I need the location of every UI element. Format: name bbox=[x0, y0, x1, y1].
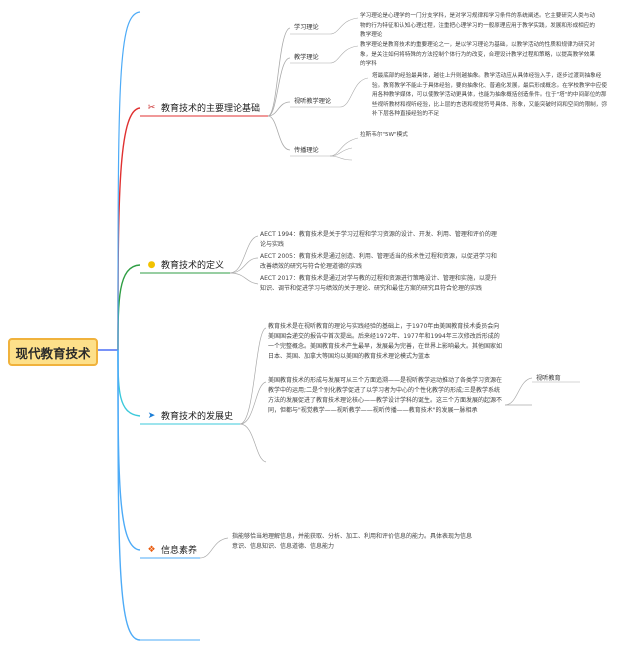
def-aect-1994: AECT 1994：教育技术是关于学习过程和学习资源的设计、开发、利用、管理和评… bbox=[260, 230, 500, 250]
tools-icon: ✂ bbox=[147, 102, 156, 113]
sub-learning-theory[interactable]: 学习理论 bbox=[294, 22, 319, 31]
branch-label: 教育技术的发展史 bbox=[161, 412, 234, 422]
note-learning-theory: 学习理论是心理学的一门分支学科，是对学习规律和学习条件的系统阐述。它主要研究人类… bbox=[360, 12, 600, 40]
branch-label: 信息素养 bbox=[161, 546, 198, 556]
lightbulb-icon: ● bbox=[147, 259, 156, 270]
sub-label: 传播理论 bbox=[294, 147, 319, 154]
def-aect-2017: AECT 2017：教育技术是通过对学与教的过程和资源进行策略设计、管理和实施，… bbox=[260, 274, 500, 304]
tag-label: 视听教育 bbox=[536, 375, 561, 382]
sub-label: 视听教学理论 bbox=[294, 98, 332, 105]
branch-info-literacy[interactable]: ❖ 信息素养 bbox=[146, 543, 198, 557]
history-note-development: 美国教育技术的形成与发展可从三个方面追溯——是视听教学运动推动了各类学习资源在教… bbox=[268, 376, 504, 420]
def-aect-2005: AECT 2005：教育技术是通过创造、利用、管理适当的技术性过程和资源，以促进… bbox=[260, 252, 500, 272]
note-audiovisual-theory: 塔最底部的经验最具体，越往上升则越抽象。教学活动应从具体经验入手，逐步过渡到抽象… bbox=[372, 72, 612, 129]
sub-teaching-theory[interactable]: 教学理论 bbox=[294, 52, 319, 61]
branch-theory-basis[interactable]: ✂ 教育技术的主要理论基础 bbox=[146, 101, 261, 115]
branch-definition[interactable]: ● 教育技术的定义 bbox=[146, 258, 225, 272]
root-label: 现代教育技术 bbox=[15, 345, 91, 361]
note-5w-model: 拉斯韦尔"5W"模式 bbox=[360, 131, 560, 141]
gift-icon: ❖ bbox=[147, 544, 156, 555]
sub-label: 学习理论 bbox=[294, 24, 319, 31]
history-note-origin: 教育技术是在视听教育的理论与实践经验的基础上，于1970年由美国教育技术委员会向… bbox=[268, 322, 504, 366]
tag-audiovisual-education[interactable]: 视听教育 bbox=[536, 373, 561, 382]
info-literacy-note: 指能够恰当地理解信息，并能获取、分析、加工、利用和评价信息的能力。具体表现为信息… bbox=[232, 532, 472, 552]
root-node[interactable]: 现代教育技术 bbox=[8, 338, 98, 366]
sub-communication-theory[interactable]: 传播理论 bbox=[294, 145, 319, 154]
sub-label: 教学理论 bbox=[294, 54, 319, 61]
paper-plane-icon: ➤ bbox=[147, 410, 156, 421]
branch-label: 教育技术的主要理论基础 bbox=[161, 104, 261, 114]
note-teaching-theory: 教学理论是教育技术的重要理论之一，是以学习理论为基础，以教学活动的性质和规律为研… bbox=[360, 41, 600, 69]
branch-label: 教育技术的定义 bbox=[161, 261, 225, 271]
branch-history[interactable]: ➤ 教育技术的发展史 bbox=[146, 409, 234, 423]
sub-audiovisual-theory[interactable]: 视听教学理论 bbox=[294, 96, 331, 105]
